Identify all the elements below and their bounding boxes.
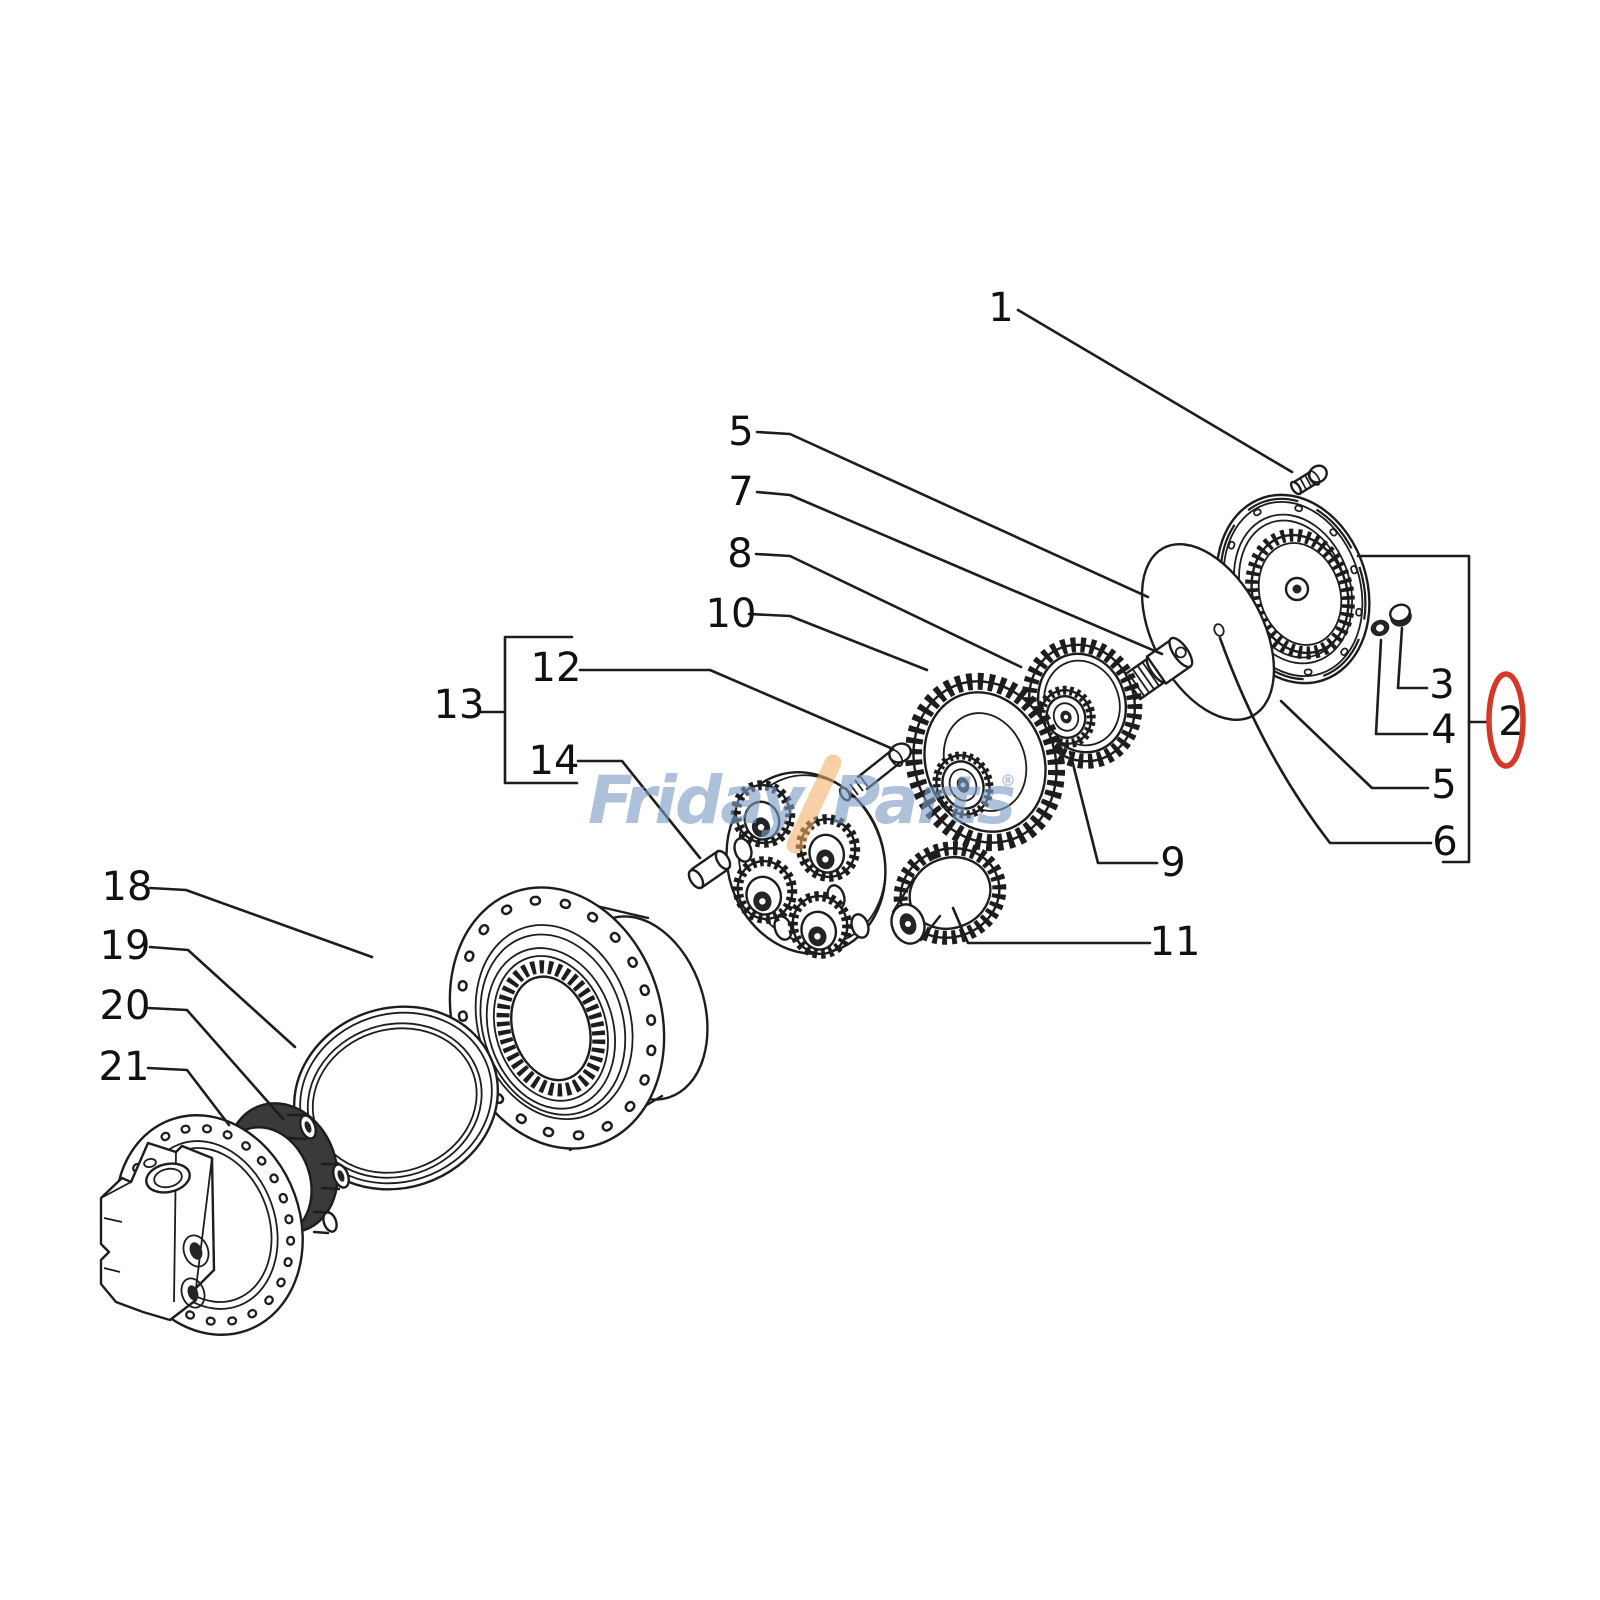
watermark-word1: Friday bbox=[588, 762, 807, 839]
leader-line-18 bbox=[148, 886, 374, 959]
lock-nut bbox=[1389, 603, 1412, 627]
first-stage-gear bbox=[904, 672, 1066, 852]
leader-line-4 bbox=[1374, 638, 1429, 736]
part-label-9: 9 bbox=[1160, 840, 1185, 886]
part-label-21: 21 bbox=[99, 1044, 150, 1090]
part-label-4: 4 bbox=[1431, 707, 1456, 753]
leader-line-6 bbox=[1218, 636, 1433, 845]
leader-line-10 bbox=[747, 612, 929, 672]
leader-line-11 bbox=[951, 906, 1152, 945]
part-label-6: 6 bbox=[1432, 819, 1457, 865]
leader-line-3 bbox=[1396, 626, 1429, 690]
leader-line-1 bbox=[1016, 308, 1294, 474]
motor-port bbox=[286, 1113, 317, 1141]
bracket-left bbox=[503, 635, 579, 785]
seal-ring bbox=[292, 1005, 500, 1191]
planet-gear bbox=[787, 891, 853, 959]
highlight-ellipse bbox=[1486, 671, 1526, 769]
leader-line-5a bbox=[755, 430, 1150, 599]
part-label-8: 8 bbox=[727, 531, 752, 577]
part-label-19: 19 bbox=[100, 923, 151, 969]
part-label-10: 10 bbox=[706, 591, 757, 637]
part-label-11: 11 bbox=[1150, 919, 1201, 965]
part-label-20: 20 bbox=[100, 983, 151, 1029]
leader-line-9 bbox=[1068, 750, 1159, 865]
part-label-5a: 5 bbox=[728, 409, 753, 455]
cover-bolt bbox=[1289, 464, 1328, 496]
planet-carrier bbox=[725, 771, 887, 959]
leader-line-21 bbox=[146, 1066, 231, 1127]
part-label-14: 14 bbox=[529, 738, 580, 784]
part-label-7: 7 bbox=[728, 469, 753, 515]
part-labels: 1 5 7 8 10 12 13 14 18 19 20 21 3 4 5 6 … bbox=[99, 285, 1524, 1090]
motor-port bbox=[312, 1210, 338, 1235]
travel-motor bbox=[99, 1102, 350, 1336]
valve-block bbox=[99, 1141, 216, 1322]
planet-gear bbox=[730, 780, 796, 848]
watermark-word2: Parts bbox=[832, 762, 1014, 839]
dowel-pin bbox=[687, 849, 732, 890]
carrier-bolt bbox=[838, 742, 912, 802]
leader-line-19 bbox=[148, 945, 297, 1049]
leader-line-8 bbox=[754, 552, 1023, 669]
part-label-3: 3 bbox=[1429, 662, 1454, 708]
planet-gear bbox=[795, 814, 861, 882]
part-label-1: 1 bbox=[988, 285, 1013, 331]
part-label-5b: 5 bbox=[1431, 762, 1456, 808]
planet-gear bbox=[732, 856, 798, 924]
bracket-right bbox=[1356, 554, 1471, 864]
leader-line-7 bbox=[755, 490, 1164, 656]
leader-line-5b bbox=[1279, 699, 1430, 790]
leader-line-20 bbox=[146, 1006, 285, 1121]
motor-port bbox=[320, 1162, 350, 1191]
watermark-slash bbox=[786, 754, 842, 854]
watermark: Friday Parts ® bbox=[588, 754, 1016, 854]
sun-gear bbox=[890, 841, 1007, 945]
wheel-hub bbox=[448, 886, 709, 1152]
leader-line-14 bbox=[576, 759, 702, 860]
part-label-12: 12 bbox=[531, 645, 582, 691]
part-label-13: 13 bbox=[434, 682, 485, 728]
part-label-18: 18 bbox=[102, 864, 153, 910]
leader-line-12 bbox=[578, 668, 895, 751]
watermark-registered-mark: ® bbox=[1000, 771, 1014, 790]
washer bbox=[1370, 619, 1390, 637]
leader-lines bbox=[146, 308, 1491, 1127]
